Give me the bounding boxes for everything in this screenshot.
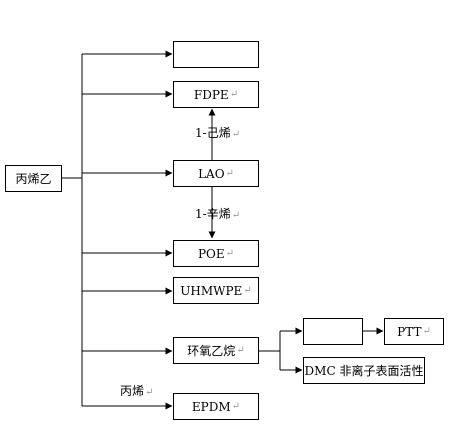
fdpe-node: FDPE↵ (173, 81, 259, 108)
paragraph-mark: ↵ (225, 168, 234, 179)
lao-label: LAO (198, 166, 225, 181)
empty-top-node (173, 41, 259, 68)
dmc-label: DMC 非离子表面活性 (304, 364, 424, 378)
paragraph-mark: ↵ (145, 387, 154, 398)
hexene-label: 1-己烯↵ (195, 126, 240, 142)
hexene-text: 1-己烯 (195, 126, 231, 140)
fdpe-label: FDPE (193, 87, 229, 102)
octene-label: 1-辛烯↵ (195, 207, 240, 223)
octene-text: 1-辛烯 (195, 207, 231, 221)
paragraph-mark: ↵ (231, 401, 241, 412)
paragraph-mark: ↵ (231, 129, 241, 140)
epoxyethane-node: 环氧乙烷↵ (173, 337, 259, 364)
dmc-node: DMC 非离子表面活性 (303, 357, 425, 384)
epdm-node: EPDM↵ (173, 393, 259, 420)
root-label: 丙烯乙 (15, 172, 52, 186)
uhmwpe-node: UHMWPE↵ (173, 277, 259, 304)
lao-node: LAO↵ (173, 160, 259, 187)
propylene-label: 丙烯↵ (120, 384, 153, 400)
paragraph-mark: ↵ (225, 248, 235, 259)
poe-node: POE↵ (173, 240, 259, 267)
paragraph-mark: ↵ (236, 345, 245, 356)
paragraph-mark: ↵ (229, 89, 239, 100)
ptt-node: PTT↵ (384, 318, 444, 345)
poe-label: POE (197, 246, 225, 261)
ptt-label: PTT (397, 324, 422, 339)
epoxyethane-label: 环氧乙烷 (187, 344, 236, 358)
paragraph-mark: ↵ (243, 285, 252, 296)
epdm-label: EPDM (191, 399, 231, 414)
root-node: 丙烯乙 (5, 165, 62, 192)
empty-mid-node (303, 318, 363, 345)
paragraph-mark: ↵ (231, 210, 241, 221)
paragraph-mark: ↵ (422, 326, 431, 337)
propylene-text: 丙烯 (120, 384, 145, 398)
uhmwpe-label: UHMWPE (180, 283, 243, 298)
